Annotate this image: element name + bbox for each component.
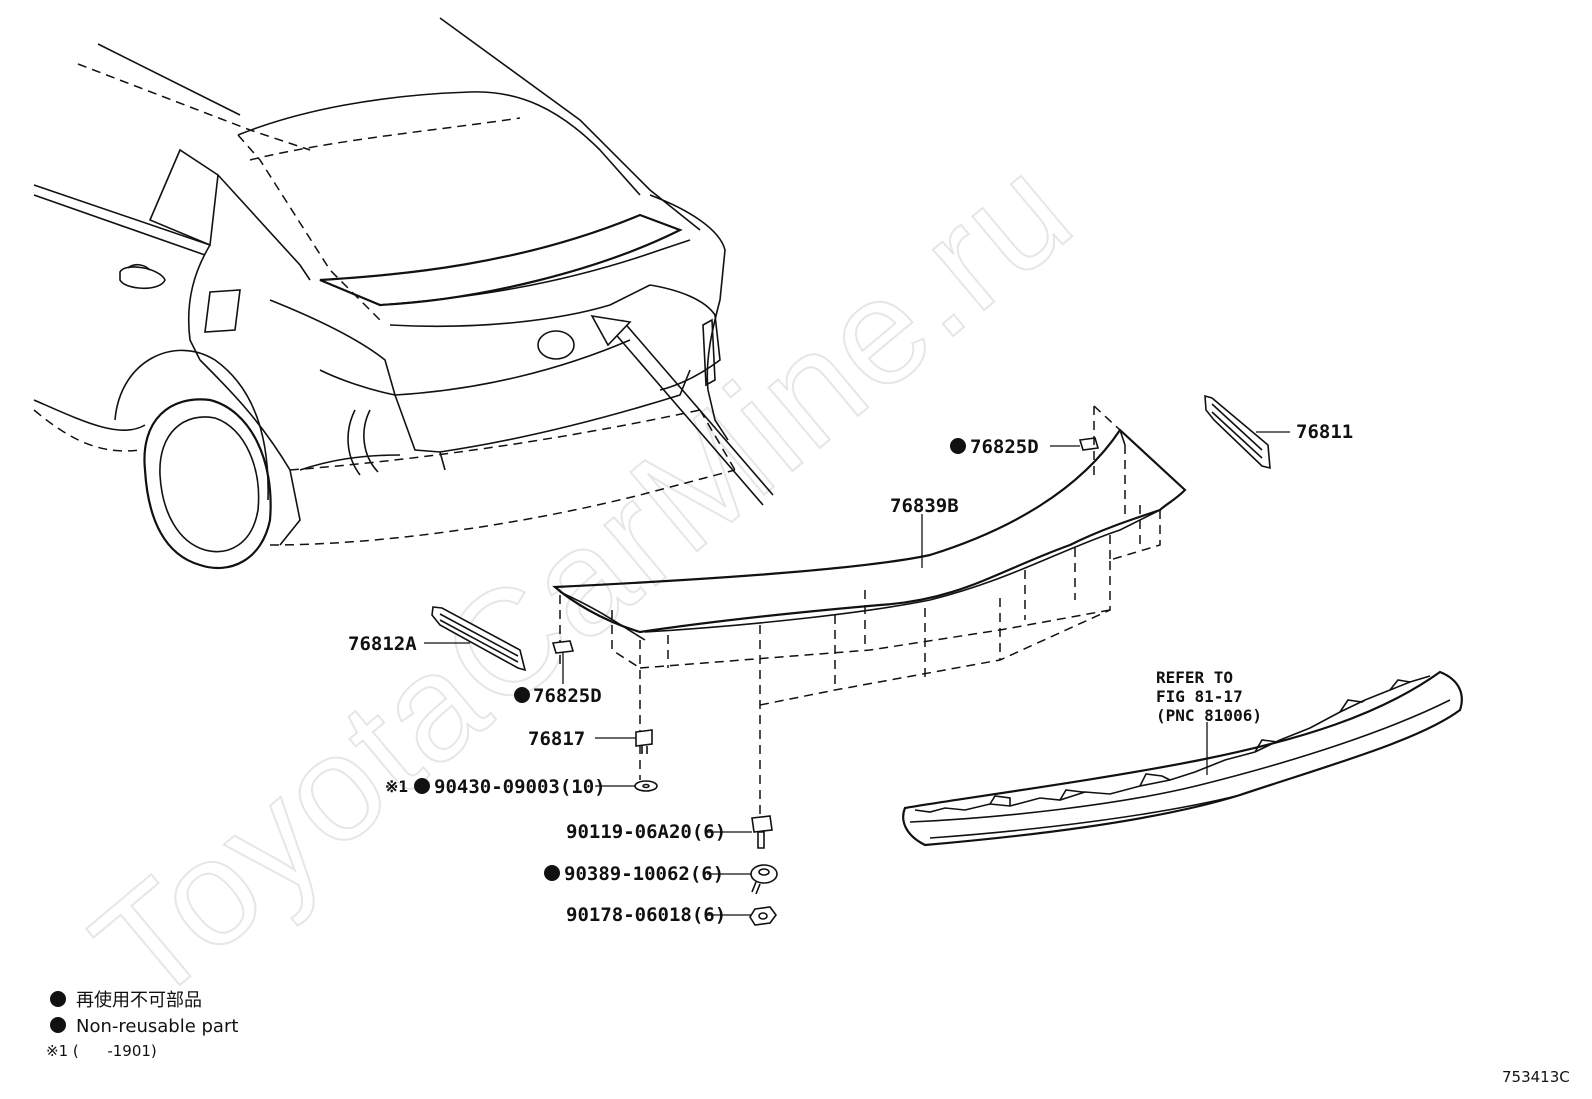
non-reusable-marker — [544, 865, 560, 881]
part-rear-lamp-assembly — [902, 670, 1463, 847]
note-mark-1: ※1 — [385, 777, 408, 796]
callout-76825D-top: 76825D — [970, 436, 1039, 458]
legend-non-reusable-jp: 再使用不可部品 — [76, 990, 202, 1011]
refer-note-line2: FIG 81-17 — [1156, 687, 1243, 706]
callout-90119-06A20: 90119-06A20(6) — [566, 821, 726, 843]
callout-76839B: 76839B — [890, 495, 959, 517]
part-90430-washer — [634, 780, 658, 792]
callout-90178-06018: 90178-06018(6) — [566, 904, 726, 926]
callout-90389-10062: 90389-10062(6) — [564, 863, 724, 885]
callout-76811: 76811 — [1296, 421, 1353, 443]
callout-76825D-bottom: 76825D — [533, 685, 602, 707]
part-76825D-pad-bottom — [551, 640, 575, 654]
legend-marker-en — [50, 1017, 66, 1033]
refer-note-line3: (PNC 81006) — [1156, 706, 1262, 725]
callout-76817: 76817 — [528, 728, 585, 750]
legend-note-1: ※1 ( -1901) — [46, 1042, 157, 1060]
figure-code: 753413C — [1502, 1068, 1570, 1086]
non-reusable-marker — [414, 778, 430, 794]
part-76812A-bracket — [424, 606, 527, 672]
part-76825D-pad-top — [1078, 437, 1100, 451]
part-90178-nut — [749, 906, 777, 926]
part-76839B-spoiler — [552, 405, 1187, 830]
callout-90430-09003: 90430-09003(10) — [434, 776, 606, 798]
callout-76812A: 76812A — [348, 633, 417, 655]
part-90119-screw — [751, 815, 773, 849]
legend-non-reusable-en: Non-reusable part — [76, 1016, 238, 1037]
non-reusable-marker — [514, 687, 530, 703]
watermark-text: ToyotaCarMine.ru — [63, 124, 1102, 1034]
part-76817-clip — [635, 729, 653, 747]
part-76811-bracket — [1204, 394, 1290, 470]
part-90389-grommet — [750, 864, 778, 895]
non-reusable-marker — [950, 438, 966, 454]
refer-note-line1: REFER TO — [1156, 668, 1233, 687]
car-body-illustration — [33, 17, 774, 570]
legend-marker-jp — [50, 991, 66, 1007]
